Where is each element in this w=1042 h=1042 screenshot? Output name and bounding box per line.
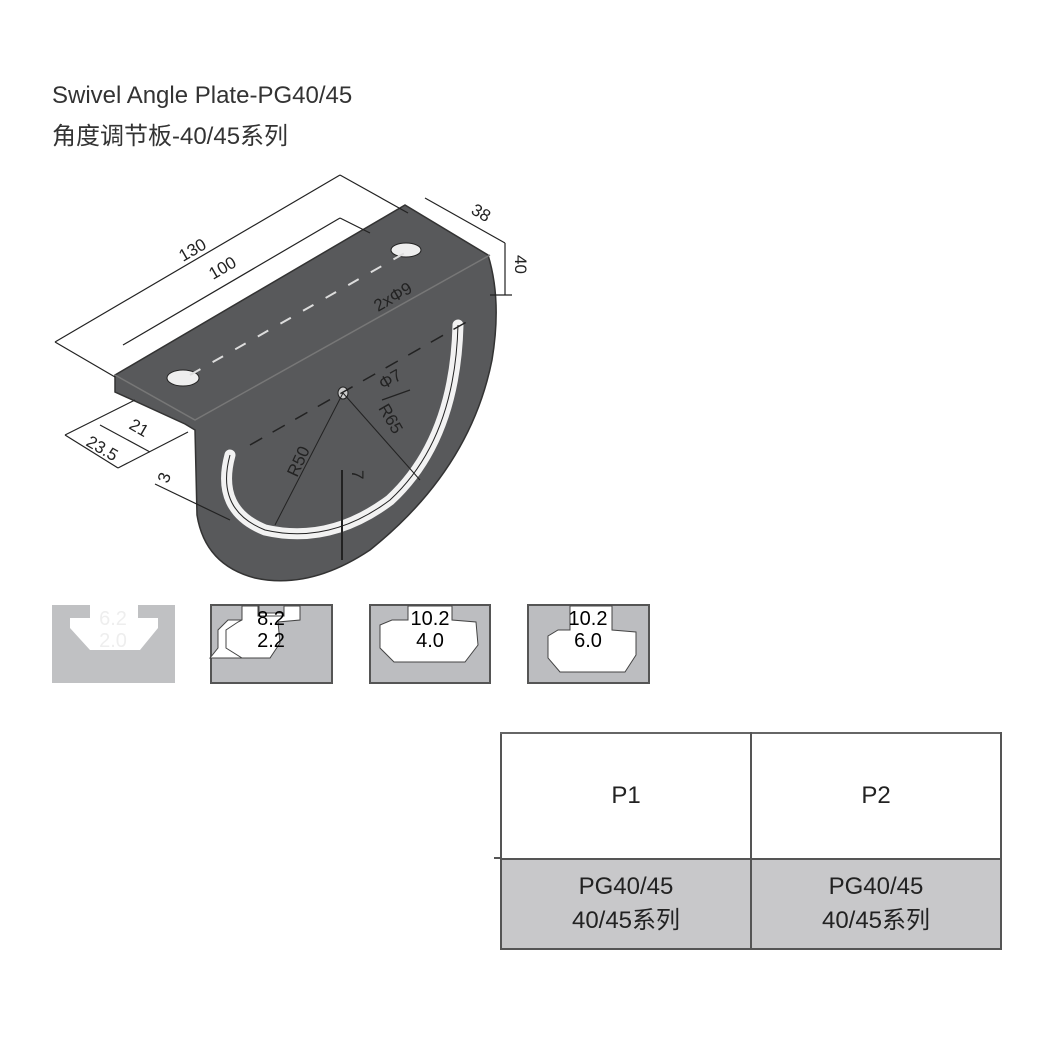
dim-40: 40 — [511, 255, 530, 274]
cell-p1: PG40/45 40/45系列 — [500, 858, 752, 950]
table-header-row: P1 P2 — [500, 732, 1002, 860]
dim-38: 38 — [468, 200, 494, 226]
profile-top-label: 10.2 — [569, 608, 608, 630]
table-row: PG40/45 40/45系列 PG40/45 40/45系列 — [500, 858, 1002, 950]
dim-130: 130 — [176, 235, 210, 266]
profile-top-label: 10.2 — [411, 608, 450, 630]
dim-100: 100 — [206, 253, 240, 284]
swivel-plate-drawing: 130 100 38 40 2xΦ9 Φ7 R65 R50 21 23.5 3 … — [52, 174, 650, 684]
header-p2: P2 — [750, 732, 1002, 860]
cell-p2: PG40/45 40/45系列 — [750, 858, 1002, 950]
table-divider-tick — [494, 857, 504, 859]
dim-23-5: 23.5 — [83, 432, 121, 465]
cell-line2: 40/45系列 — [571, 907, 681, 934]
plate-body — [114, 204, 497, 582]
profile-bottom-label: 2.0 — [99, 630, 127, 652]
cell-line1: PG40/45 — [828, 873, 924, 900]
dim-21: 21 — [126, 415, 152, 441]
mount-hole-right — [390, 242, 422, 258]
title-chinese: 角度调节板-40/45系列 — [52, 123, 289, 150]
header-p1: P1 — [500, 732, 752, 860]
cell-line2: 40/45系列 — [821, 907, 931, 934]
dim-7: 7 — [348, 470, 367, 479]
profile-10-2-6: 10.2 6.0 — [527, 604, 650, 684]
dim-3: 3 — [154, 470, 175, 485]
profile-bottom-label: 2.2 — [257, 630, 285, 652]
profile-10-2-4: 10.2 4.0 — [369, 604, 491, 684]
cell-line1: PG40/45 — [578, 873, 674, 900]
profile-top-label: 8.2 — [257, 608, 285, 630]
title-english: Swivel Angle Plate-PG40/45 — [52, 82, 353, 109]
profile-bottom-label: 4.0 — [416, 630, 444, 652]
profile-bottom-label: 6.0 — [574, 630, 602, 652]
profile-top-label: 6.2 — [99, 608, 127, 630]
profile-6-2: 6.2 2.0 — [52, 605, 175, 683]
compatibility-table: P1 P2 PG40/45 40/45系列 PG40/45 40/45系列 — [500, 732, 1002, 950]
profile-8-2: 8.2 2.2 — [208, 604, 333, 684]
